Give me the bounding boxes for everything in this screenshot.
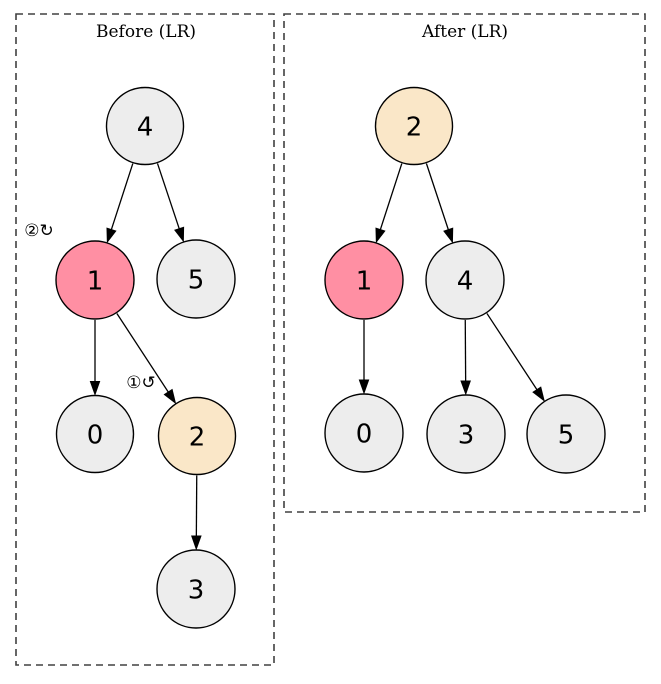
edge-arrowhead-icon bbox=[532, 386, 545, 402]
edge-line bbox=[110, 163, 134, 231]
edge-line bbox=[156, 163, 181, 230]
node-before-2: 2 bbox=[157, 396, 237, 476]
edge-line bbox=[425, 163, 450, 231]
node-circle bbox=[105, 86, 185, 166]
node-after-2: 2 bbox=[374, 86, 454, 166]
edge-arrowhead-icon bbox=[443, 227, 454, 244]
node-label: 2 bbox=[406, 113, 423, 143]
edge-line bbox=[486, 313, 539, 391]
node-circle bbox=[324, 240, 404, 320]
node-circle bbox=[55, 240, 135, 320]
panel-frame-before bbox=[15, 13, 275, 666]
edge-arrowhead-icon bbox=[375, 227, 386, 244]
node-label: 0 bbox=[356, 420, 373, 450]
edge-arrowhead-icon bbox=[106, 227, 117, 244]
node-label: 1 bbox=[356, 267, 373, 297]
node-circle bbox=[156, 549, 236, 629]
node-label: 3 bbox=[458, 421, 475, 451]
node-circle bbox=[425, 240, 505, 320]
node-label: 0 bbox=[87, 421, 104, 451]
node-before-1: 1 bbox=[55, 240, 135, 320]
node-label: 2 bbox=[189, 423, 206, 453]
panel-frame-after bbox=[283, 13, 646, 513]
node-after-5: 5 bbox=[526, 394, 606, 474]
node-label: 4 bbox=[137, 113, 154, 143]
node-before-3: 3 bbox=[156, 549, 236, 629]
edge-arrowhead-icon bbox=[163, 388, 177, 405]
node-circle bbox=[55, 394, 135, 474]
edge-2-to-4 bbox=[425, 163, 454, 244]
node-after-3: 3 bbox=[426, 394, 506, 474]
edge-4-to-1 bbox=[106, 163, 134, 244]
edge-arrowhead-icon bbox=[460, 380, 471, 396]
edge-arrowhead-icon bbox=[358, 379, 370, 395]
panel-title-after: After (LR) bbox=[421, 22, 508, 42]
node-after-1: 1 bbox=[324, 240, 404, 320]
node-before-5: 5 bbox=[156, 239, 236, 319]
edge-line bbox=[379, 163, 403, 231]
edge-arrowhead-icon bbox=[174, 226, 185, 243]
edge-2-to-3 bbox=[191, 475, 202, 551]
edge-4-to-5 bbox=[486, 313, 545, 402]
node-label: 4 bbox=[457, 267, 474, 297]
node-before-0: 0 bbox=[55, 394, 135, 474]
node-before-4: 4 bbox=[105, 86, 185, 166]
edge-4-to-5 bbox=[156, 163, 185, 243]
edge-1-to-0 bbox=[358, 320, 370, 395]
node-after-4: 4 bbox=[425, 240, 505, 320]
edge-arrowhead-icon bbox=[191, 535, 202, 551]
panel-after: After (LR) 2 1 4 0 3 5 bbox=[283, 13, 646, 513]
edge-4-to-3 bbox=[460, 319, 471, 396]
node-circle bbox=[157, 396, 237, 476]
node-circle bbox=[374, 86, 454, 166]
node-circle bbox=[156, 239, 236, 319]
node-label: 5 bbox=[188, 266, 205, 296]
node-circle bbox=[324, 393, 404, 473]
edge-1-to-2 bbox=[116, 313, 177, 405]
step-1-left-rotate-label: ①↺ bbox=[126, 373, 155, 393]
node-circle bbox=[426, 394, 506, 474]
node-label: 1 bbox=[87, 267, 104, 297]
edge-2-to-1 bbox=[375, 163, 403, 244]
panel-before: Before (LR) 4 1 5 0 2 3 ②↻ ①↺ bbox=[15, 13, 275, 666]
node-label: 5 bbox=[558, 421, 575, 451]
edge-1-to-0 bbox=[89, 320, 101, 396]
panel-title-before: Before (LR) bbox=[96, 22, 196, 42]
node-circle bbox=[526, 394, 606, 474]
edge-line bbox=[116, 313, 170, 394]
node-label: 3 bbox=[188, 576, 205, 606]
node-after-0: 0 bbox=[324, 393, 404, 473]
edge-arrowhead-icon bbox=[89, 381, 101, 396]
step-2-right-rotate-label: ②↻ bbox=[24, 221, 53, 241]
